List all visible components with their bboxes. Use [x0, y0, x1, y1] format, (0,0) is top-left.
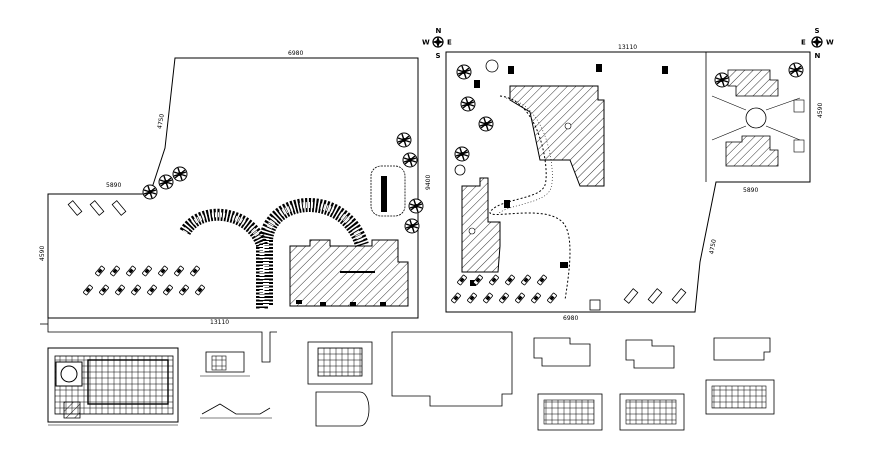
trees-right-site	[454, 59, 804, 176]
compass-left: N S W E	[422, 27, 452, 60]
compass-right-w: E	[801, 39, 806, 47]
garden-plot	[370, 165, 406, 217]
dim-left-diag: 4750	[156, 113, 166, 129]
dim-right-upper: 4590	[817, 103, 824, 118]
dim-right-bottom: 6980	[563, 315, 578, 322]
dim-right-diag: 4750	[708, 239, 718, 255]
hedge-arch-main	[259, 198, 369, 305]
detail-floor-plan-large	[47, 347, 179, 426]
detail-section-small	[200, 351, 272, 419]
dim-right-top: 13110	[618, 44, 637, 51]
dim-left-top: 6980	[288, 50, 303, 57]
dim-left-left: 4590	[39, 246, 46, 261]
compass-right-s: N	[815, 52, 821, 60]
detail-floor-plan-medium	[307, 341, 373, 427]
compass-left-e: E	[447, 39, 452, 47]
right-upper-complex	[711, 69, 805, 167]
right-site-markers	[470, 64, 668, 311]
parking-diagonal-left	[67, 200, 127, 216]
left-site-road	[47, 318, 277, 363]
compass-right-n: S	[815, 27, 820, 35]
right-site-boundary	[445, 51, 811, 313]
compass-left-w: W	[422, 39, 430, 47]
left-site-plan: N S W E 6980 4750 5890 9400 4590 13110	[39, 27, 452, 363]
compass-right-e: W	[826, 39, 834, 47]
dim-left-bottom: 13110	[210, 319, 229, 326]
dim-left-right: 9400	[425, 175, 432, 190]
left-site-boundary	[47, 57, 419, 319]
parking-area-left	[82, 265, 206, 296]
parking-diagonal-right	[623, 288, 687, 304]
compass-left-n: N	[436, 27, 442, 35]
detail-floor-plans-lower	[537, 379, 775, 431]
detail-building-outlines	[391, 331, 771, 407]
compass-left-s: S	[436, 52, 441, 60]
compass-right: S N E W	[801, 27, 834, 60]
right-site-plan: S N E W 13110 4590 5890 4750 6980	[445, 27, 834, 322]
right-footpath	[489, 95, 571, 301]
dim-left-upper: 5890	[106, 182, 121, 189]
dim-right-mid: 5890	[743, 187, 758, 194]
parking-area-right	[450, 274, 558, 304]
right-second-building	[461, 177, 501, 273]
right-main-building	[509, 85, 605, 187]
